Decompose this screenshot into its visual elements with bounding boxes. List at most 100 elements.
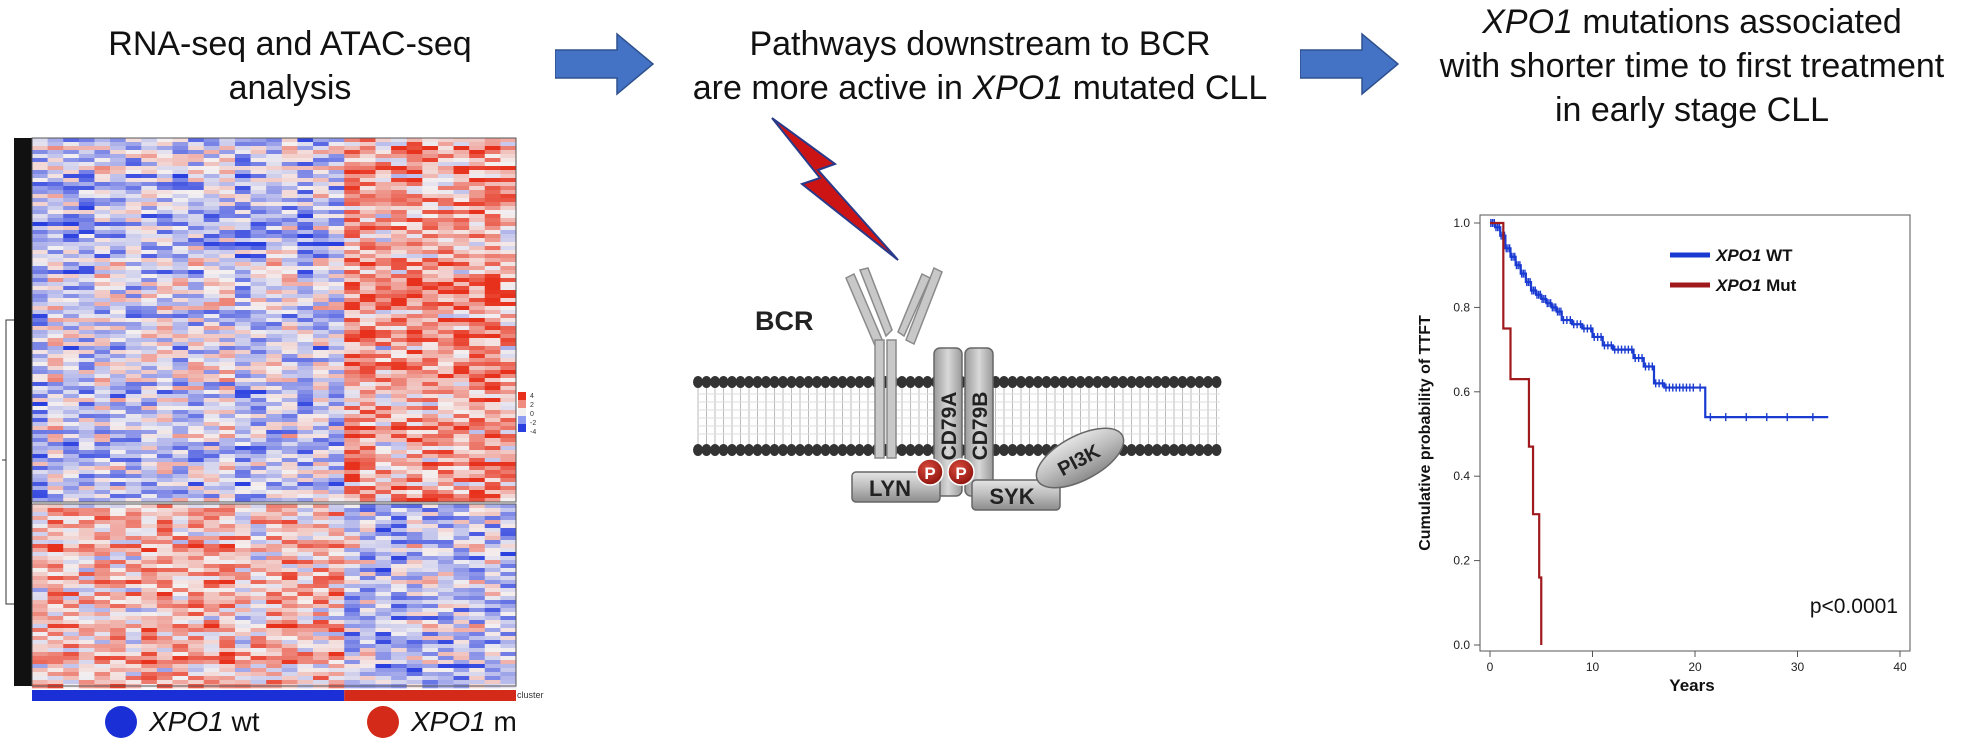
heatmap-cell <box>297 274 314 279</box>
heatmap-cell <box>234 330 251 335</box>
heatmap-cell <box>328 394 345 399</box>
heatmap-cell <box>437 652 454 657</box>
y-tick-label: 0.0 <box>1453 638 1470 652</box>
heatmap-cell <box>406 202 423 207</box>
lipid-head <box>710 376 720 388</box>
heatmap-cell <box>422 414 439 419</box>
dendrogram-branch <box>5 319 14 605</box>
heatmap-cell <box>141 604 158 609</box>
heatmap-cell <box>328 322 345 327</box>
heatmap-cell <box>203 362 220 367</box>
heatmap-cell <box>484 382 501 387</box>
heatmap-cell <box>359 294 376 299</box>
heatmap-cell <box>94 358 111 363</box>
heatmap-cell <box>94 182 111 187</box>
heatmap-cell <box>219 528 236 533</box>
heatmap-cell <box>453 556 470 561</box>
heatmap-cell <box>266 482 283 487</box>
heatmap-cell <box>219 458 236 463</box>
dendrogram-bars <box>14 138 32 686</box>
heatmap-cell <box>422 676 439 681</box>
heatmap-cell <box>188 536 205 541</box>
heatmap-cell <box>500 162 517 167</box>
heatmap-cell <box>63 394 80 399</box>
heatmap-cell <box>32 238 48 243</box>
heatmap-cell <box>281 338 298 343</box>
group-legend-m: XPO1 m <box>367 706 517 738</box>
heatmap-cell <box>125 326 142 331</box>
heatmap-cell <box>78 498 95 503</box>
heatmap-cell <box>328 446 345 451</box>
heatmap-cell <box>281 600 298 605</box>
heatmap-cell <box>125 600 142 605</box>
heatmap-cell <box>484 608 501 613</box>
heatmap-cell <box>469 210 486 215</box>
heatmap-cell <box>391 286 408 291</box>
legend-label-wt-em: XPO1 <box>1715 246 1761 265</box>
heatmap-cell <box>234 322 251 327</box>
heatmap-cell <box>469 592 486 597</box>
heatmap-cell <box>391 162 408 167</box>
heatmap-cell <box>391 294 408 299</box>
heatmap-cell <box>125 254 142 259</box>
heatmap-cell <box>63 532 80 537</box>
heatmap-cell <box>94 680 111 685</box>
heatmap-cell <box>266 186 283 191</box>
heatmap-cell <box>500 222 517 227</box>
heatmap-cell <box>110 532 126 537</box>
heatmap-cell <box>328 190 345 195</box>
heatmap-cell <box>375 508 392 513</box>
heatmap-cell <box>297 314 314 319</box>
heatmap-cell <box>500 540 517 545</box>
heatmap-cell <box>63 214 80 219</box>
heatmap-cell <box>359 536 376 541</box>
heatmap-cell <box>125 150 142 155</box>
heatmap-cell <box>110 166 126 171</box>
heatmap-cell <box>110 382 126 387</box>
syk-kinase: SYK <box>971 479 1061 511</box>
heatmap-cell <box>406 302 423 307</box>
heatmap-cell <box>47 314 64 319</box>
heatmap-cell <box>188 636 205 641</box>
heatmap-cell <box>484 198 501 203</box>
heatmap-cell <box>281 238 298 243</box>
heatmap-cell <box>156 274 173 279</box>
heatmap-cell <box>422 398 439 403</box>
heatmap-cell <box>453 568 470 573</box>
heatmap-cell <box>453 596 470 601</box>
heatmap-cell <box>219 202 236 207</box>
heatmap-cell <box>141 366 158 371</box>
heatmap-cell <box>344 680 361 685</box>
heatmap-cell <box>500 246 517 251</box>
heatmap-cell <box>484 366 501 371</box>
heatmap-cell <box>63 382 80 387</box>
heatmap-cell <box>32 258 48 263</box>
heatmap-cell <box>422 648 439 653</box>
heatmap-cell <box>359 532 376 537</box>
heatmap-cell <box>406 402 423 407</box>
heatmap-cell <box>32 596 48 601</box>
heatmap-cell <box>94 572 111 577</box>
heatmap-cell <box>141 298 158 303</box>
heatmap-cell <box>63 150 80 155</box>
heatmap-cell <box>188 162 205 167</box>
heatmap-cell <box>156 660 173 665</box>
heatmap-cell <box>203 482 220 487</box>
heatmap-cell <box>484 218 501 223</box>
heatmap-cell <box>344 274 361 279</box>
heatmap-cell <box>469 644 486 649</box>
heatmap-cell <box>484 474 501 479</box>
heatmap-cell <box>328 234 345 239</box>
heatmap-cell <box>63 652 80 657</box>
heatmap-cell <box>203 318 220 323</box>
heatmap-cell <box>266 214 283 219</box>
heatmap-cell <box>250 434 267 439</box>
heatmap-cell <box>375 604 392 609</box>
heatmap-cell <box>297 258 314 263</box>
heatmap-cell <box>375 178 392 183</box>
heatmap-cell <box>406 230 423 235</box>
heatmap-cell <box>469 446 486 451</box>
heatmap-cell <box>469 430 486 435</box>
heatmap-cell <box>328 660 345 665</box>
lipid-head <box>1101 376 1111 388</box>
